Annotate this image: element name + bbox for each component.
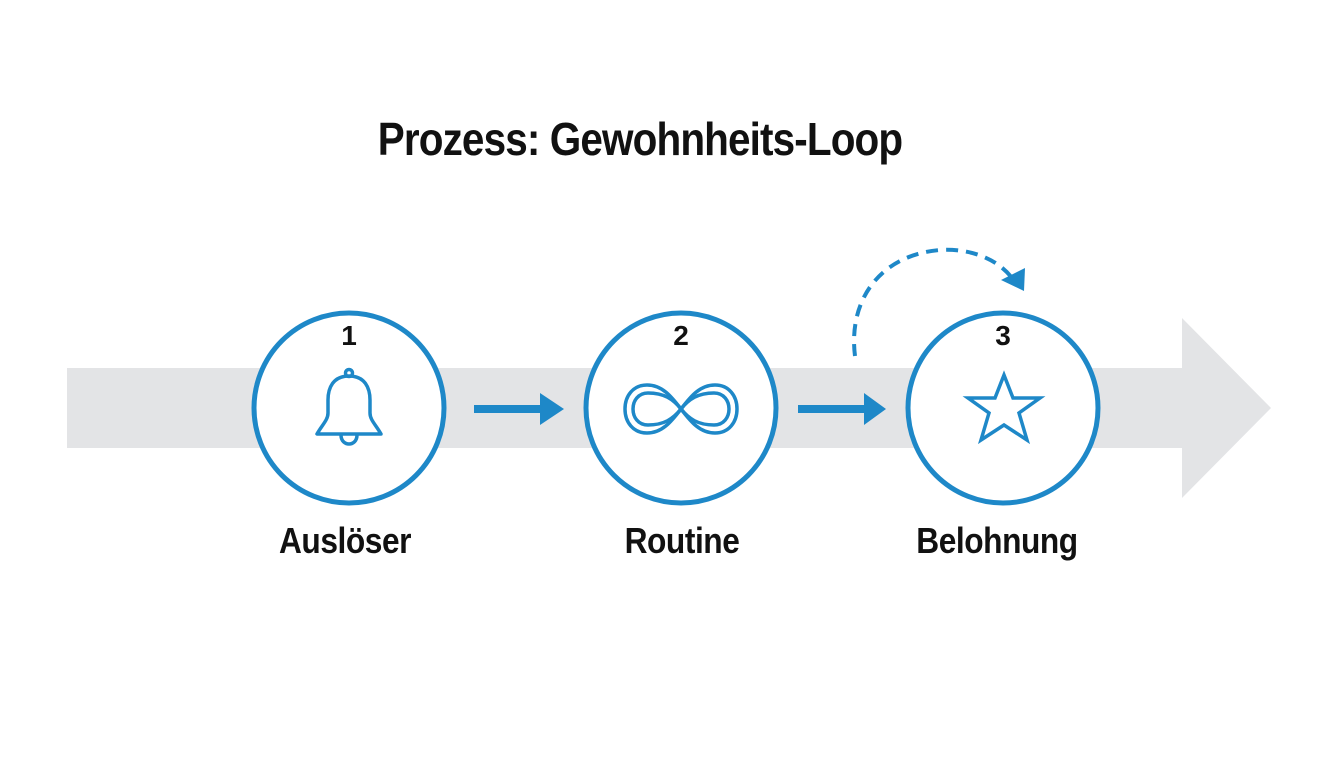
arrow-2-to-3 (798, 393, 886, 425)
infinity-icon (623, 383, 739, 435)
dashed-loop-arrow (852, 247, 1025, 357)
diagram-title: Prozess: Gewohnheits-Loop (377, 113, 903, 165)
arrow-1-to-2 (474, 393, 564, 425)
step-2-label: Routine (624, 520, 740, 561)
step-2-number: 2 (673, 320, 689, 351)
star-icon (962, 370, 1046, 445)
step-3-number: 3 (995, 320, 1011, 351)
step-1-number: 1 (341, 320, 357, 351)
step-3-circle (905, 310, 1101, 506)
bell-icon (315, 367, 383, 446)
step-3-label: Belohnung (916, 520, 1078, 561)
step-1-circle (251, 310, 447, 506)
step-1-label: Auslöser (278, 520, 412, 561)
